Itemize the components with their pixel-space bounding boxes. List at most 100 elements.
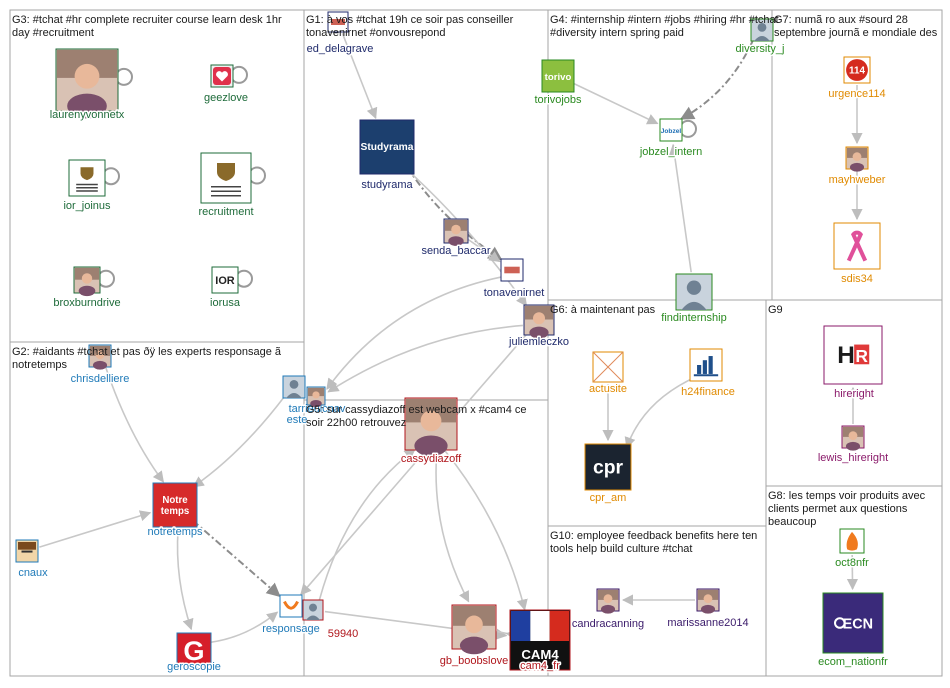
svg-text:Studyrama: Studyrama	[361, 142, 414, 153]
broken-image-icon	[592, 351, 624, 383]
node-label-estelle: este	[287, 414, 308, 426]
group-title-g5: G5: sur cassydiazoff est webcam x #cam4 …	[306, 404, 527, 429]
node-tonavenirnet[interactable]: tonavenirnet	[482, 258, 546, 301]
svg-text:torivo: torivo	[545, 72, 572, 83]
node-label-cam4_fr: cam4_fr	[520, 660, 560, 672]
node-gb_boobslover[interactable]: gb_boobslove	[438, 604, 510, 669]
svg-text:G: G	[183, 635, 204, 666]
portrait-photo-icon	[596, 588, 620, 614]
node-label-ior_joinus: ior_joinus	[63, 200, 111, 212]
node-findinternship[interactable]: findinternship	[660, 273, 728, 326]
node-ior_joinus[interactable]: ior_joinus	[62, 159, 120, 214]
node-cnaux[interactable]: cnaux	[15, 539, 50, 581]
default-avatar-icon	[302, 599, 324, 621]
node-label-oct8nfr: oct8nfr	[835, 557, 869, 569]
node-lewis_hireright[interactable]: lewis_hireright	[816, 425, 890, 466]
node-estelle[interactable]: este	[285, 386, 326, 428]
node-h24finance[interactable]: h24finance	[680, 348, 736, 400]
torivo-logo-icon: torivo	[541, 59, 575, 93]
node-ed_delagrave[interactable]: ed_delagrave	[305, 11, 375, 57]
node-tarrieulcnav[interactable]: tarrieulcnav	[282, 375, 347, 417]
portrait-photo-icon	[88, 344, 112, 370]
node-cassydiazoff[interactable]: cassydiazoff	[399, 397, 464, 467]
node-responsage[interactable]: responsage	[261, 594, 321, 637]
node-label-sdis34: sdis34	[841, 273, 873, 285]
edge-tonavenirnet-to-estelle	[326, 276, 502, 390]
node-broxburndrive[interactable]: broxburndrive	[52, 266, 122, 311]
node-label-juliemleczko: juliemleczko	[508, 336, 569, 348]
node-label-mayhweber: mayhweber	[829, 174, 886, 186]
group-title-g4: G4: #internship #intern #jobs #hiring #h…	[550, 14, 779, 39]
node-label-iorusa: iorusa	[210, 297, 241, 309]
node-chrisdelliere[interactable]: chrisdelliere	[69, 344, 131, 387]
responsage-logo-icon	[279, 594, 303, 618]
group-title-g3: G3: #tchat #hr complete recruiter course…	[12, 14, 282, 39]
node-diversityjobs[interactable]: diversity_j	[734, 18, 786, 57]
node-senda_baccar[interactable]: senda_baccar	[420, 218, 492, 259]
edge-notretemps-to-geroscopie	[176, 528, 194, 631]
node-laurenyvonnetx[interactable]: laurenyvonnetx	[48, 48, 133, 123]
node-torivojobs[interactable]: torivo torivojobs	[533, 59, 584, 108]
node-mayhweber[interactable]: mayhweber	[827, 146, 887, 188]
node-sdis34[interactable]: sdis34	[833, 222, 881, 287]
node-recruitment[interactable]: recruitment	[197, 152, 266, 220]
node-label-studyrama: studyrama	[361, 179, 413, 191]
logo-icon	[500, 258, 524, 282]
edge-gb_boobslover-to-cam4_fr	[497, 629, 518, 641]
node-studyrama[interactable]: Studyrama studyrama	[359, 119, 415, 193]
group-box-g6	[547, 299, 767, 527]
node-label-marissanne2014: marissanne2014	[667, 617, 748, 629]
default-avatar-icon	[282, 375, 306, 399]
node-iorusa[interactable]: IOR iorusa	[209, 266, 253, 311]
node-candracanning[interactable]: candracanning	[570, 588, 646, 632]
edge-notretemps-to-responsage	[192, 520, 281, 598]
edge-tarrieulcnav-to-notretemps	[192, 395, 286, 488]
node-label-lewis_hireright: lewis_hireright	[818, 452, 888, 464]
group-title-g10: G10: employee feedback benefits here ten…	[550, 530, 757, 555]
node-oct8nfr[interactable]: oct8nfr	[834, 528, 871, 571]
cartoon-avatar-icon	[15, 539, 39, 563]
bar-chart-logo-icon	[689, 348, 723, 382]
cpr-logo-icon: cpr	[584, 443, 632, 491]
svg-text:Jobzel: Jobzel	[661, 128, 682, 135]
node-label-hireright: hireright	[834, 388, 874, 400]
node-geezlove[interactable]: geezlove	[202, 64, 250, 106]
edge-chrisdelliere-to-notretemps	[105, 367, 164, 483]
portrait-photo-icon	[523, 304, 555, 339]
node-label-torivojobs: torivojobs	[534, 94, 582, 106]
group-box-g3	[9, 9, 305, 343]
node-juliemleczko[interactable]: juliemleczko	[507, 304, 570, 350]
node-label-urgence114: urgence114	[828, 88, 885, 100]
node-label-recruitment: recruitment	[198, 206, 253, 218]
portrait-photo-icon	[845, 146, 869, 172]
edge-juliemleczko-to-responsage	[300, 332, 529, 596]
node-actusite[interactable]: actusite	[588, 351, 628, 397]
node-marissanne2014[interactable]: marissanne2014	[666, 588, 750, 631]
svg-text:IOR: IOR	[215, 275, 235, 287]
svg-text:cpr: cpr	[593, 457, 624, 478]
group-title-g6: G6: à maintenant pas	[550, 304, 656, 316]
svg-text:H: H	[837, 342, 855, 369]
portrait-photo-icon	[55, 48, 119, 119]
group-title-g9: G9	[768, 304, 783, 316]
edge-findinternship-to-jobzel_intern	[668, 143, 692, 273]
group-title-g2: G2: #aidants #tchat et pas ðÿ les expert…	[12, 346, 282, 371]
edge-ed_delagrave-to-studyrama	[341, 32, 378, 120]
node-label-cnaux: cnaux	[18, 567, 48, 579]
node-label-candracanning: candracanning	[572, 618, 644, 630]
node-user59940[interactable]: 59940	[302, 599, 360, 642]
svg-text:CAM4: CAM4	[521, 647, 559, 662]
edge-senda_baccar-to-tonavenirnet	[467, 238, 501, 263]
studyrama-logo-icon: Studyrama	[359, 119, 415, 175]
g-logo-icon: G	[176, 632, 212, 668]
heart-icon	[210, 64, 234, 88]
